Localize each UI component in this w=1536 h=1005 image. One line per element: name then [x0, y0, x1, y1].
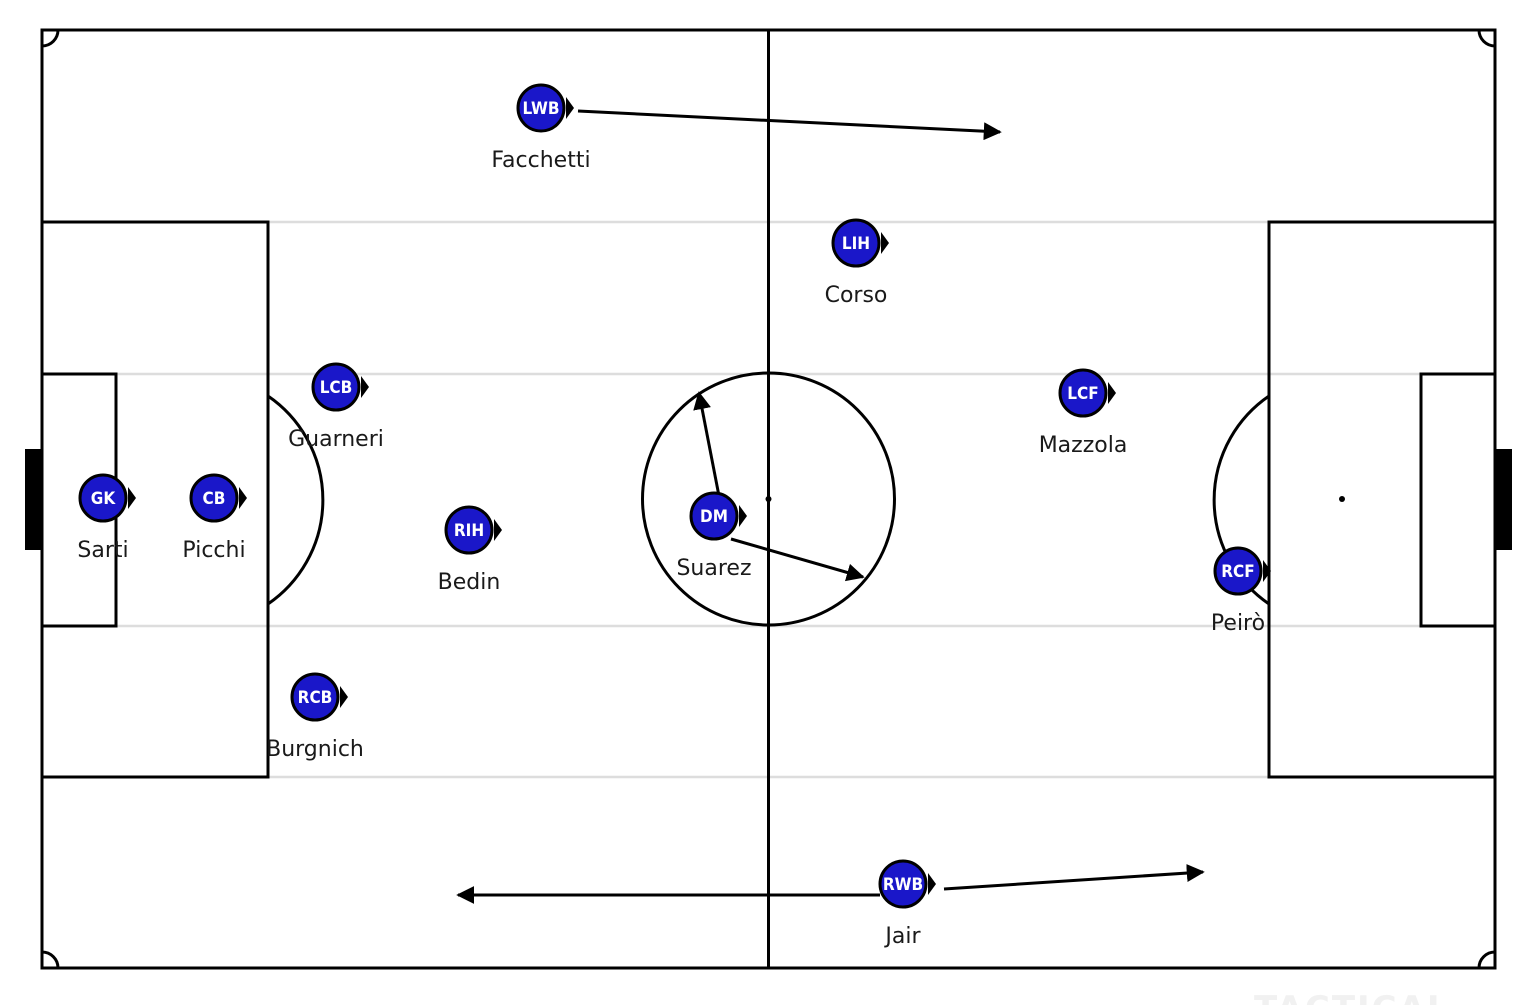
- right-goal: [1495, 449, 1512, 550]
- corner-arc-bottom-right: [1477, 950, 1496, 969]
- player-code: LWB: [523, 99, 560, 119]
- player-code: GK: [91, 489, 117, 509]
- arrow-lwb-run: [577, 109, 1002, 141]
- player-marker: [78, 473, 128, 523]
- player-name: Peirò: [1211, 611, 1265, 636]
- player-name: Guarneri: [288, 427, 384, 452]
- player-marker: [831, 218, 881, 268]
- corner-arc-bottom-left: [41, 950, 60, 969]
- player-marker: [878, 859, 928, 909]
- direction-arrow-icon: [239, 487, 247, 509]
- player-marker: [290, 672, 340, 722]
- player-marker: [311, 362, 361, 412]
- corner-arc-top-left: [41, 29, 60, 48]
- direction-arrow-icon: [128, 487, 136, 509]
- player-code: LIH: [842, 234, 870, 254]
- left-goal: [25, 449, 42, 550]
- arrow-rwb-forward: [943, 864, 1205, 891]
- goals: [25, 449, 1512, 550]
- player-marker: [1058, 368, 1108, 418]
- player-lcb[interactable]: LCB Guarneri: [288, 362, 384, 452]
- right-penalty-spot: [1339, 496, 1345, 502]
- player-marker: [516, 83, 566, 133]
- direction-arrow-icon: [494, 519, 502, 541]
- movement-arrows: [456, 109, 1205, 904]
- player-marker: [444, 505, 494, 555]
- left-penalty-arc: [267, 394, 325, 606]
- player-code: RCF: [1221, 562, 1254, 582]
- corner-arc-top-right: [1477, 29, 1496, 48]
- player-rwb[interactable]: RWB Jair: [878, 859, 936, 949]
- player-marker: [189, 473, 239, 523]
- player-marker: [1213, 546, 1263, 596]
- player-code: LCB: [320, 378, 353, 398]
- player-name: Corso: [825, 283, 888, 308]
- direction-arrow-icon: [928, 873, 936, 895]
- direction-arrow-icon: [340, 686, 348, 708]
- player-lcf[interactable]: LCF Mazzola: [1039, 368, 1128, 458]
- player-rcf[interactable]: RCF Peirò: [1211, 546, 1271, 636]
- center-circle: [641, 371, 896, 627]
- center-spot: [765, 496, 772, 502]
- direction-arrow-icon: [1263, 560, 1271, 582]
- direction-arrow-icon: [566, 97, 574, 119]
- player-name: Sarti: [77, 538, 128, 563]
- player-code: CB: [203, 489, 226, 509]
- direction-arrow-icon: [739, 505, 747, 527]
- player-rih[interactable]: RIH Bedin: [438, 505, 502, 595]
- direction-arrow-icon: [361, 376, 369, 398]
- arrow-dm-pass-down: [730, 537, 865, 582]
- direction-arrow-icon: [1108, 382, 1116, 404]
- pitch: [25, 28, 1512, 970]
- player-lih[interactable]: LIH Corso: [825, 218, 889, 308]
- player-name: Bedin: [438, 570, 501, 595]
- player-dm[interactable]: DM Suarez: [676, 491, 752, 581]
- player-name: Jair: [883, 924, 921, 949]
- player-code: RCB: [298, 688, 333, 708]
- player-name: Suarez: [676, 556, 751, 581]
- player-rcb[interactable]: RCB Burgnich: [266, 672, 364, 762]
- watermark: TACTICAL: [1254, 989, 1451, 1005]
- player-code: LCF: [1067, 384, 1098, 404]
- pitch-spots: [765, 496, 1345, 502]
- player-code: RIH: [454, 521, 484, 541]
- player-name: Mazzola: [1039, 433, 1128, 458]
- arrow-dm-pass-up: [693, 391, 721, 497]
- player-name: Picchi: [182, 538, 245, 563]
- player-name: Facchetti: [491, 148, 590, 173]
- player-gk[interactable]: GK Sarti: [77, 473, 136, 563]
- player-cb[interactable]: CB Picchi: [182, 473, 247, 563]
- player-code: DM: [700, 507, 728, 527]
- player-name: Burgnich: [266, 737, 364, 762]
- player-lwb[interactable]: LWB Facchetti: [491, 83, 591, 173]
- player-marker: [689, 491, 739, 541]
- player-code: RWB: [883, 875, 923, 895]
- direction-arrow-icon: [881, 232, 889, 254]
